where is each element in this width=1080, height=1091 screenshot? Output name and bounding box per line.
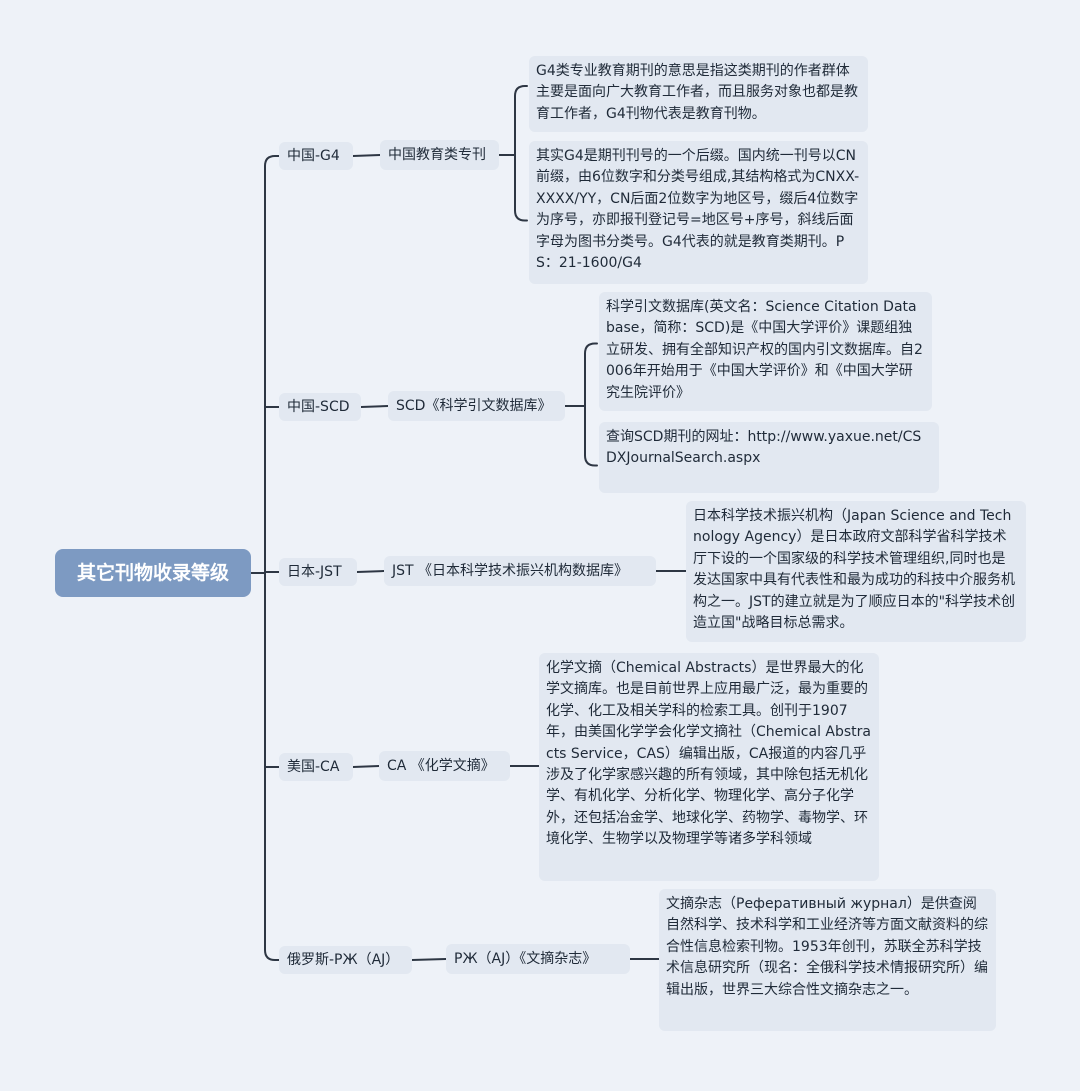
trunk-connector [264, 155, 280, 961]
detail-node[interactable]: 日本科学技术振兴机构（Japan Science and Technology … [686, 501, 1026, 642]
detail-node[interactable]: 科学引文数据库(英文名：Science Citation Database，简称… [599, 292, 932, 411]
detail-node[interactable]: G4类专业教育期刊的意思是指这类期刊的作者群体主要是面向广大教育工作者，而且服务… [529, 56, 868, 132]
country-node-usa-ca[interactable]: 美国-CA [279, 753, 353, 781]
source-connector [352, 154, 381, 157]
source-connector [411, 958, 447, 961]
source-connector [356, 570, 385, 573]
country-node-china-g4[interactable]: 中国-G4 [279, 142, 353, 170]
detail-node[interactable]: 其实G4是期刊刊号的一个后缀。国内统一刊号以CN前缀，由6位数字和分类号组成,其… [529, 141, 868, 284]
root-node[interactable]: 其它刊物收录等级 [55, 549, 251, 597]
country-node-japan-jst[interactable]: 日本-JST [279, 558, 357, 586]
source-node-education-journal[interactable]: 中国教育类专刊 [380, 140, 499, 170]
country-node-china-scd[interactable]: 中国-SCD [279, 393, 361, 421]
detail-node[interactable]: 文摘杂志（Реферативный журнал）是供查阅自然科学、技术科学和工… [659, 889, 996, 1031]
source-node-jst[interactable]: JST 《日本科学技术振兴机构数据库》 [384, 556, 656, 586]
detail-fork-connector [514, 85, 528, 222]
source-node-ca[interactable]: CA 《化学文摘》 [379, 751, 510, 781]
source-node-rzh[interactable]: PЖ（AJ）《文摘杂志》 [446, 944, 630, 974]
source-connector [360, 405, 389, 408]
source-connector [352, 765, 380, 768]
source-node-scd[interactable]: SCD《科学引文数据库》 [388, 391, 565, 421]
country-node-russia[interactable]: 俄罗斯-PЖ（AJ） [279, 946, 412, 974]
detail-node[interactable]: 查询SCD期刊的网址：http://www.yaxue.net/CSDXJour… [599, 422, 939, 493]
detail-node[interactable]: 化学文摘（Chemical Abstracts）是世界最大的化学文摘库。也是目前… [539, 653, 879, 881]
detail-fork-connector [584, 342, 598, 467]
